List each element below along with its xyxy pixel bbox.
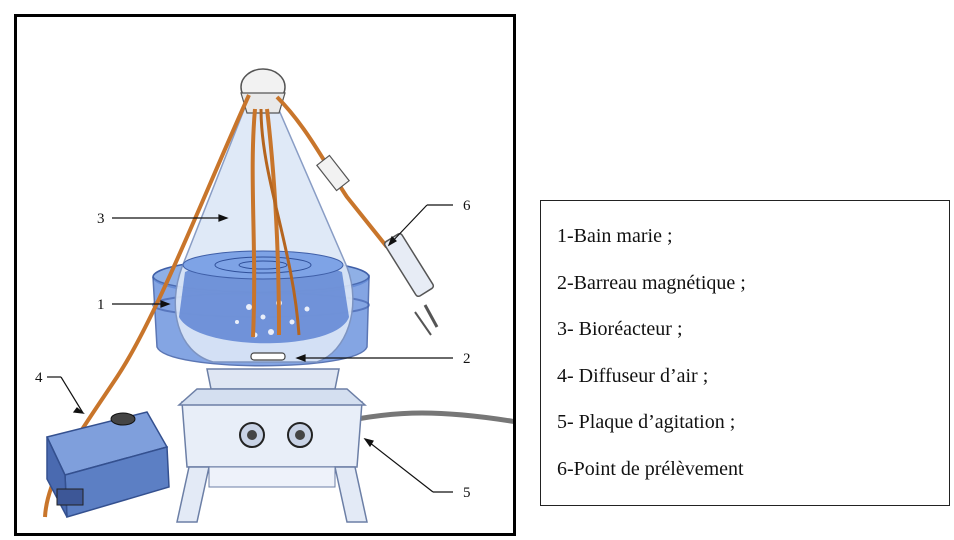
magnetic-stir-bar-icon <box>251 353 285 360</box>
callout-number-4: 4 <box>35 370 43 386</box>
legend-item-bioreacteur: 3- Bioréacteur ; <box>557 306 949 353</box>
bioreactor-illustration: 3 1 4 2 5 6 <box>17 17 513 533</box>
callout-number-1: 1 <box>97 297 105 313</box>
legend-item-point-prelevement: 6-Point de prélèvement <box>557 446 949 493</box>
air-diffuser-pump-icon <box>47 412 169 517</box>
callout-number-6: 6 <box>463 198 471 214</box>
pump-knob-icon <box>111 413 135 425</box>
legend-item-plaque-agitation: 5- Plaque d’agitation ; <box>557 399 949 446</box>
illustration-frame: 3 1 4 2 5 6 <box>14 14 516 536</box>
callout-number-2: 2 <box>463 351 471 367</box>
bioreactor-flask-icon <box>175 69 353 362</box>
stirring-plate-icon <box>177 369 367 522</box>
callout-number-3: 3 <box>97 211 105 227</box>
callout-number-5: 5 <box>463 485 471 501</box>
legend-item-bain-marie: 1-Bain marie ; <box>557 213 949 260</box>
legend-item-diffuseur-air: 4- Diffuseur d’air ; <box>557 353 949 400</box>
power-cable-icon <box>357 413 513 422</box>
legend-box: 1-Bain marie ; 2-Barreau magnétique ; 3-… <box>540 200 950 506</box>
legend-item-barreau-magnetique: 2-Barreau magnétique ; <box>557 260 949 307</box>
